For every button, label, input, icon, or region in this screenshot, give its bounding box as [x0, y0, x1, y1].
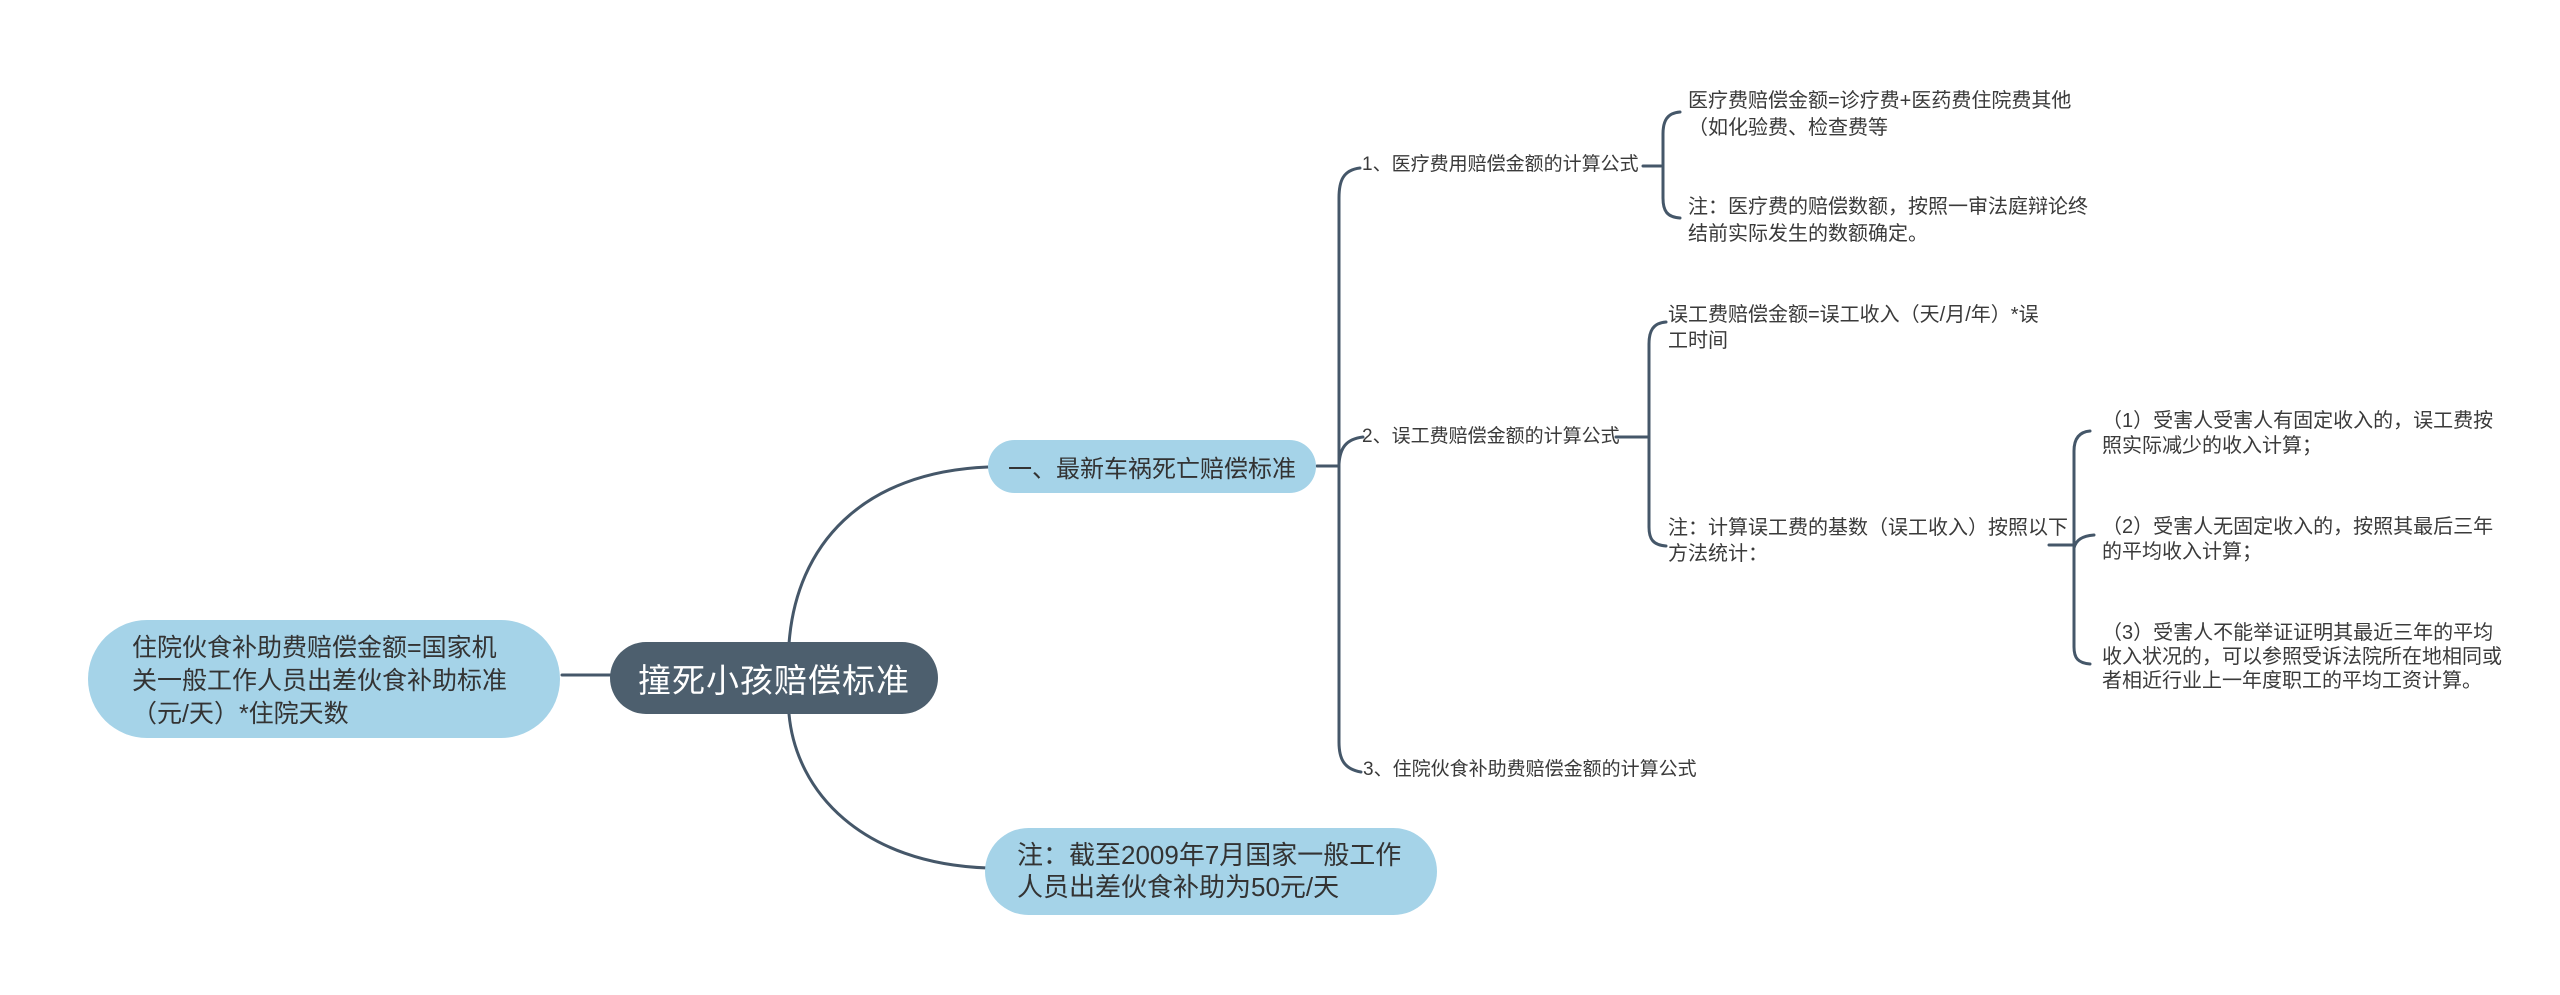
text-line: 注：医疗费的赔偿数额，按照一审法庭辩论终 — [1688, 196, 2088, 218]
item1-note-text[interactable]: 注：医疗费的赔偿数额，按照一审法庭辩论终 结前实际发生的数额确定。 — [1688, 194, 2088, 248]
text-line: （如化验费、检查费等 — [1688, 117, 1888, 139]
text-line: 工时间 — [1668, 330, 1728, 352]
connector-root-to-main-topic — [787, 465, 990, 646]
bracket-item2-children — [1647, 320, 1668, 548]
hook-item2 — [1337, 435, 1365, 466]
root-node[interactable]: 撞死小孩赔偿标准 — [610, 642, 938, 714]
node-line: 人员出差伙食补助为50元/天 — [1017, 872, 1340, 902]
node-line: 关一般工作人员出差伙食补助标准 — [132, 667, 508, 695]
text-line: （1）受害人受害人有固定收入的，误工费按 — [2102, 410, 2494, 432]
root-node-label: 撞死小孩赔偿标准 — [638, 662, 910, 699]
text-line: 注：计算误工费的基数（误工收入）按照以下 — [1668, 517, 2068, 539]
bracket-main-topic-children — [1337, 166, 1363, 774]
text-line: 结前实际发生的数额确定。 — [1688, 223, 1928, 245]
bracket-methods — [2072, 429, 2092, 666]
text-line: 照实际减少的收入计算； — [2102, 435, 2322, 457]
main-topic-node[interactable]: 一、最新车祸死亡赔偿标准 — [988, 440, 1316, 493]
text-line: 医疗费赔偿金额=诊疗费+医药费住院费其他 — [1688, 90, 2072, 112]
text-line: 的平均收入计算； — [2102, 541, 2262, 563]
main-topic-label: 一、最新车祸死亡赔偿标准 — [1008, 456, 1296, 483]
item2-label[interactable]: 2、误工费赔偿金额的计算公式 — [1362, 426, 1620, 447]
text-line: （3）受害人不能举证证明其最近三年的平均 — [2102, 622, 2494, 644]
item2-formula-text[interactable]: 误工费赔偿金额=误工收入（天/月/年）*误 工时间 — [1668, 302, 2039, 354]
hospital-food-formula-node[interactable]: 住院伙食补助费赔偿金额=国家机 关一般工作人员出差伙食补助标准 （元/天）*住院… — [88, 620, 560, 738]
connector-root-to-note-node — [787, 712, 990, 870]
node-line: 注：截至2009年7月国家一般工作 — [1017, 840, 1402, 870]
item3-label[interactable]: 3、住院伙食补助费赔偿金额的计算公式 — [1363, 759, 1697, 780]
bracket-item1-children — [1661, 110, 1682, 220]
method1-text[interactable]: （1）受害人受害人有固定收入的，误工费按 照实际减少的收入计算； — [2102, 409, 2493, 459]
text-line: 方法统计： — [1668, 543, 1768, 565]
note-node[interactable]: 注：截至2009年7月国家一般工作 人员出差伙食补助为50元/天 — [985, 828, 1437, 915]
hook-method2 — [2072, 533, 2096, 550]
method3-text[interactable]: （3）受害人不能举证证明其最近三年的平均 收入状况的，可以参照受诉法院所在地相同… — [2102, 621, 2502, 693]
text-line: 误工费赔偿金额=误工收入（天/月/年）*误 — [1668, 304, 2039, 326]
text-line: （2）受害人无固定收入的，按照其最后三年 — [2102, 516, 2494, 538]
item1-label[interactable]: 1、医疗费用赔偿金额的计算公式 — [1362, 154, 1639, 175]
method2-text[interactable]: （2）受害人无固定收入的，按照其最后三年 的平均收入计算； — [2102, 515, 2493, 565]
node-line: （元/天）*住院天数 — [132, 700, 349, 728]
item1-formula-text[interactable]: 医疗费赔偿金额=诊疗费+医药费住院费其他 （如化验费、检查费等 — [1688, 88, 2071, 142]
text-line: 者相近行业上一年度职工的平均工资计算。 — [2102, 670, 2482, 692]
text-line: 收入状况的，可以参照受诉法院所在地相同或 — [2102, 646, 2502, 668]
node-line: 住院伙食补助费赔偿金额=国家机 — [132, 634, 497, 662]
item2-note-text[interactable]: 注：计算误工费的基数（误工收入）按照以下 方法统计： — [1668, 515, 2068, 567]
